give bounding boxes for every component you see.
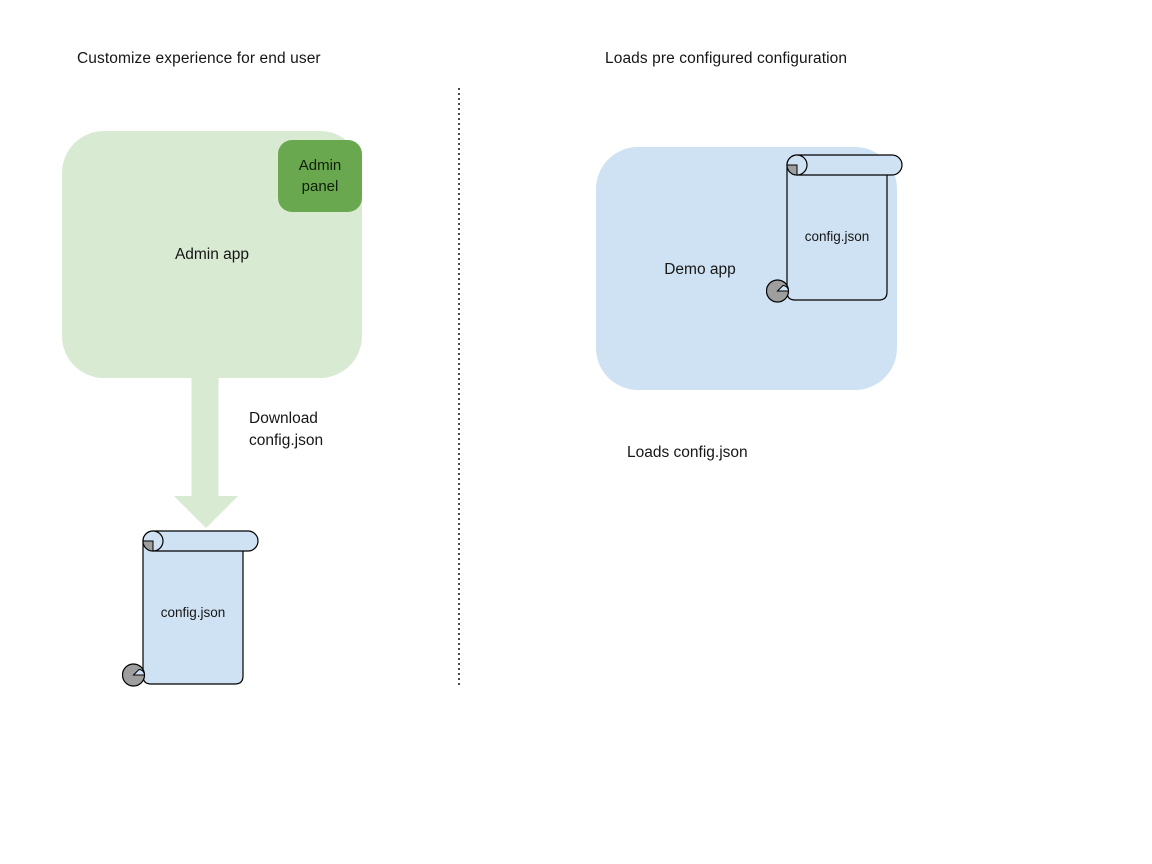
demo-app-label: Demo app [664,261,736,278]
config-json-label-left: config.json [160,605,226,620]
config-json-label-right: config.json [804,229,870,244]
config-json-scroll-icon [122,530,259,687]
download-config-caption: Download config.json [249,410,324,449]
download-arrow-icon [174,377,238,528]
loads-config-caption: Loads config.json [627,444,748,461]
admin-app-label: Admin app [174,246,250,263]
left-section-title: Customize experience for end user [77,50,321,67]
admin-panel-label: Admin panel [298,157,342,195]
right-section-title: Loads pre configured configuration [605,50,848,67]
config-json-scroll-icon [766,154,903,303]
section-divider [458,88,460,686]
admin-panel-box: Admin panel [278,140,362,212]
